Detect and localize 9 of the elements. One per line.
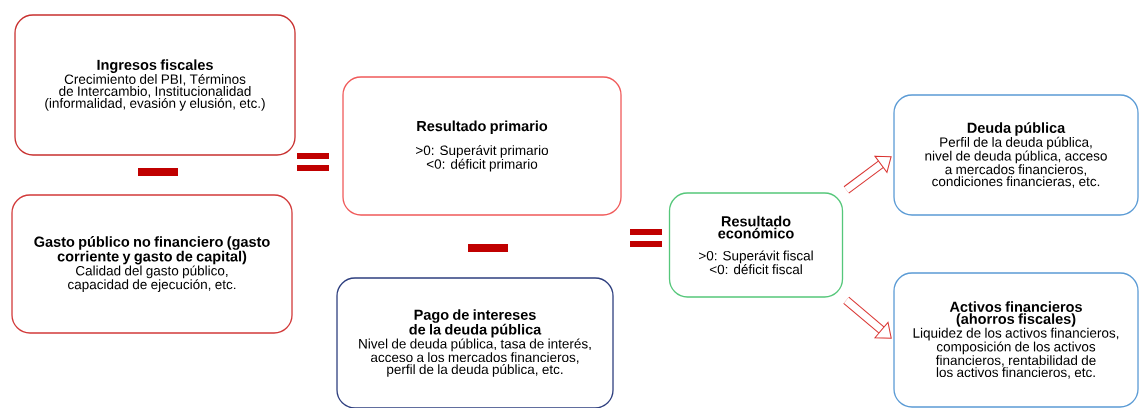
process-box: Resultado económico >0: Superávit fiscal <0: déficit fiscal — [668, 192, 844, 298]
process-box: Deuda pública Perfil de la deuda pública, nivel de deuda pública, acceso a mercados financieros, condiciones financieras, etc. — [893, 94, 1139, 216]
process-box: Pago de intereses de la deuda pública Nivel de deuda pública, tasa de interés, acceso a los mercados financieros, perfil de la deuda pública, etc. — [336, 277, 614, 408]
process-box: Resultado primario >0: Superávit primario <0: déficit primario — [342, 76, 622, 216]
process-box: Ingresos fiscales Crecimiento del PBI, Términos de Intercambio, Institucionalidad (informalidad, evasión y elusión, etc.) — [14, 14, 296, 156]
process-box: Activos financieros (ahorros fiscales) Liquidez de los activos financieros, composición de los activos financieros, rentabilidad de los activos financieros, etc. — [893, 272, 1139, 408]
process-box: Gasto público no financiero (gasto corriente y gasto de capital) Calidad del gasto público, capacidad de ejecución, etc. — [11, 194, 293, 334]
block-arrow — [843, 155, 892, 194]
block-arrow — [843, 296, 892, 339]
